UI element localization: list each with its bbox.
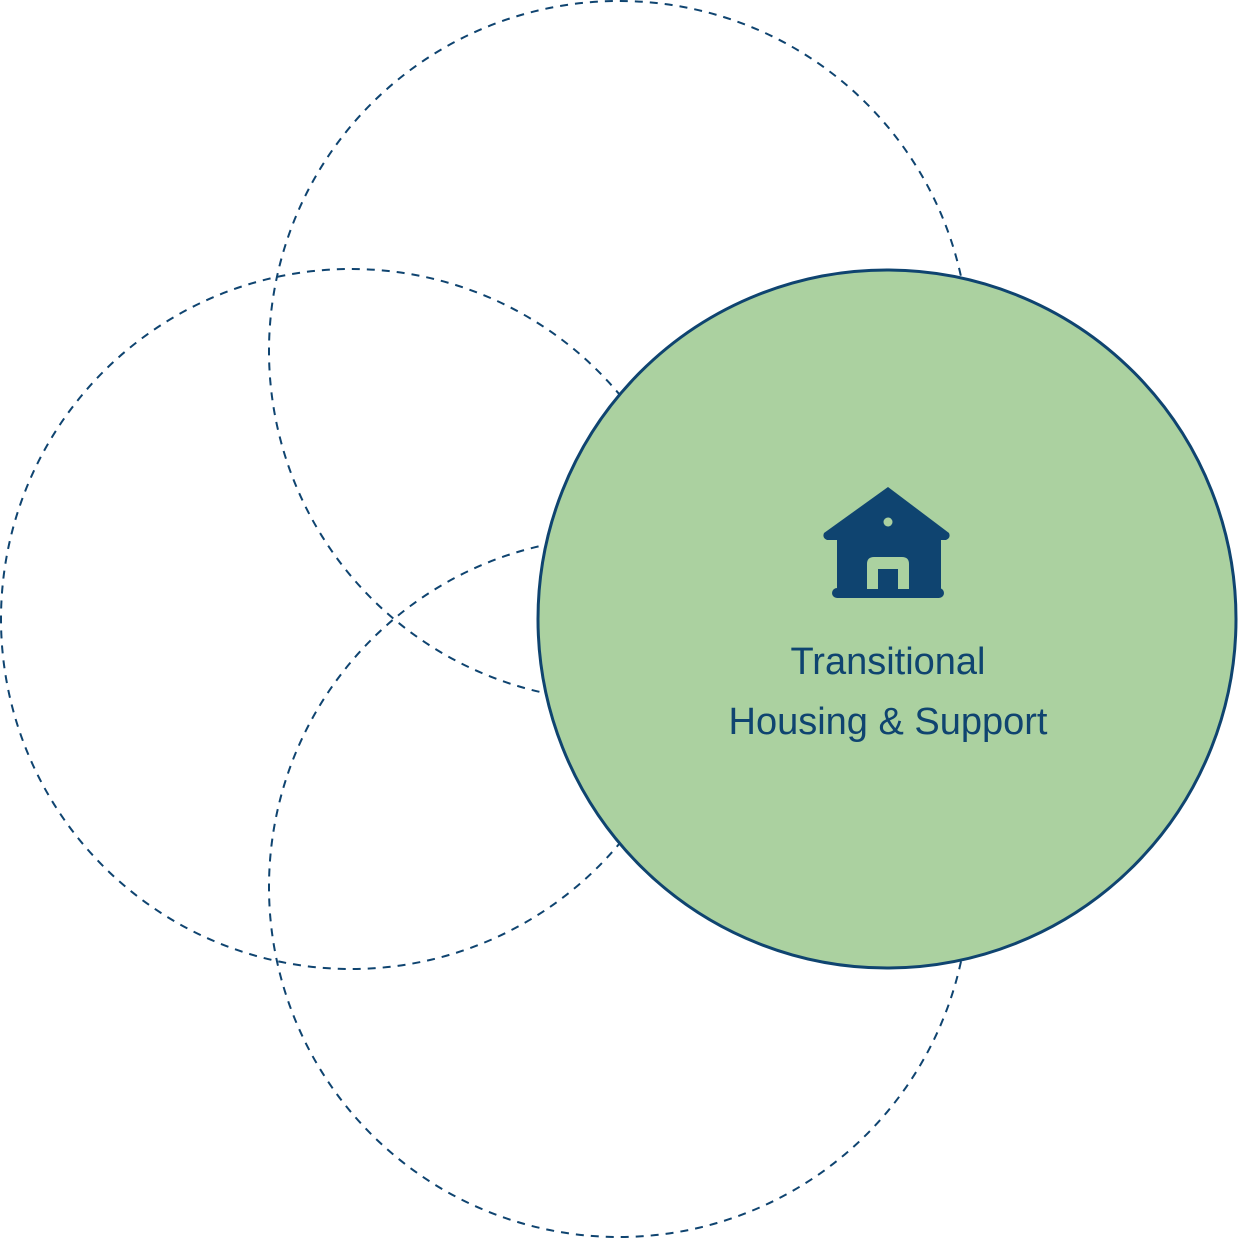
- highlight-label-line2: Housing & Support: [729, 701, 1048, 743]
- house-icon: [823, 487, 950, 598]
- highlight-label-line1: Transitional: [790, 641, 985, 683]
- highlight-circle: [536, 268, 1238, 970]
